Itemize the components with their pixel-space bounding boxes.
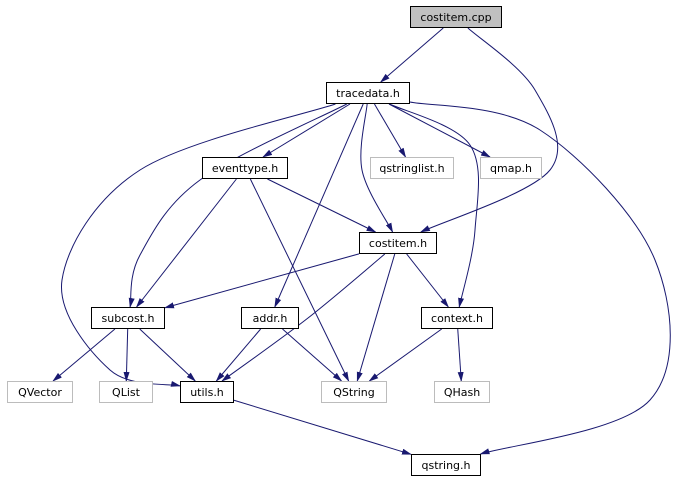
edge-utils_h-to-qstring_h xyxy=(233,399,412,455)
node-context_h[interactable]: context.h xyxy=(421,307,493,329)
edge-tracedata_h-to-utils_h xyxy=(61,103,336,387)
edge-costitem_cpp-to-tracedata_h xyxy=(379,27,444,83)
edge-eventtype_h-to-costitem_h xyxy=(267,178,377,233)
edge-context_h-to-qhash xyxy=(457,328,464,382)
edge-tracedata_h-to-addr_h xyxy=(274,103,364,308)
node-utils_h[interactable]: utils.h xyxy=(180,381,234,403)
edge-eventtype_h-to-qstring xyxy=(249,178,350,382)
node-costitem_cpp: costitem.cpp xyxy=(410,6,502,28)
node-qstring: QString xyxy=(321,381,387,403)
edge-subcost_h-to-qlist xyxy=(123,328,130,382)
edge-tracedata_h-to-context_h xyxy=(389,103,479,308)
edge-tracedata_h-to-costitem_h xyxy=(360,103,394,233)
edge-subcost_h-to-qvector xyxy=(52,328,116,382)
edge-tracedata_h-to-subcost_h xyxy=(128,103,347,308)
edge-context_h-to-qstring xyxy=(368,328,442,382)
edge-eventtype_h-to-subcost_h xyxy=(135,178,237,308)
edge-costitem_cpp-to-costitem_h xyxy=(420,27,559,233)
node-tracedata_h[interactable]: tracedata.h xyxy=(326,82,410,104)
edge-tracedata_h-to-qstring_h xyxy=(409,101,671,455)
node-qstring_h[interactable]: qstring.h xyxy=(411,454,481,476)
edge-addr_h-to-utils_h xyxy=(215,328,262,382)
edge-tracedata_h-to-eventtype_h xyxy=(262,103,351,158)
edge-costitem_h-to-utils_h xyxy=(221,253,386,382)
node-eventtype_h[interactable]: eventtype.h xyxy=(202,157,288,179)
node-qstringlist_h: qstringlist.h xyxy=(370,157,454,179)
node-qmap_h: qmap.h xyxy=(480,157,542,179)
edge-tracedata_h-to-qmap_h xyxy=(388,103,491,158)
edge-costitem_h-to-qstring xyxy=(356,253,396,382)
edge-addr_h-to-qstring xyxy=(282,328,343,382)
node-qlist: QList xyxy=(99,381,153,403)
node-costitem_h[interactable]: costitem.h xyxy=(359,232,437,254)
node-addr_h[interactable]: addr.h xyxy=(241,307,299,329)
node-subcost_h[interactable]: subcost.h xyxy=(91,307,165,329)
edge-costitem_h-to-subcost_h xyxy=(164,253,360,309)
edge-tracedata_h-to-qstringlist_h xyxy=(374,103,407,158)
node-qvector: QVector xyxy=(7,381,73,403)
node-qhash: QHash xyxy=(434,381,490,403)
edge-subcost_h-to-utils_h xyxy=(139,328,196,382)
edge-costitem_h-to-context_h xyxy=(406,253,449,308)
